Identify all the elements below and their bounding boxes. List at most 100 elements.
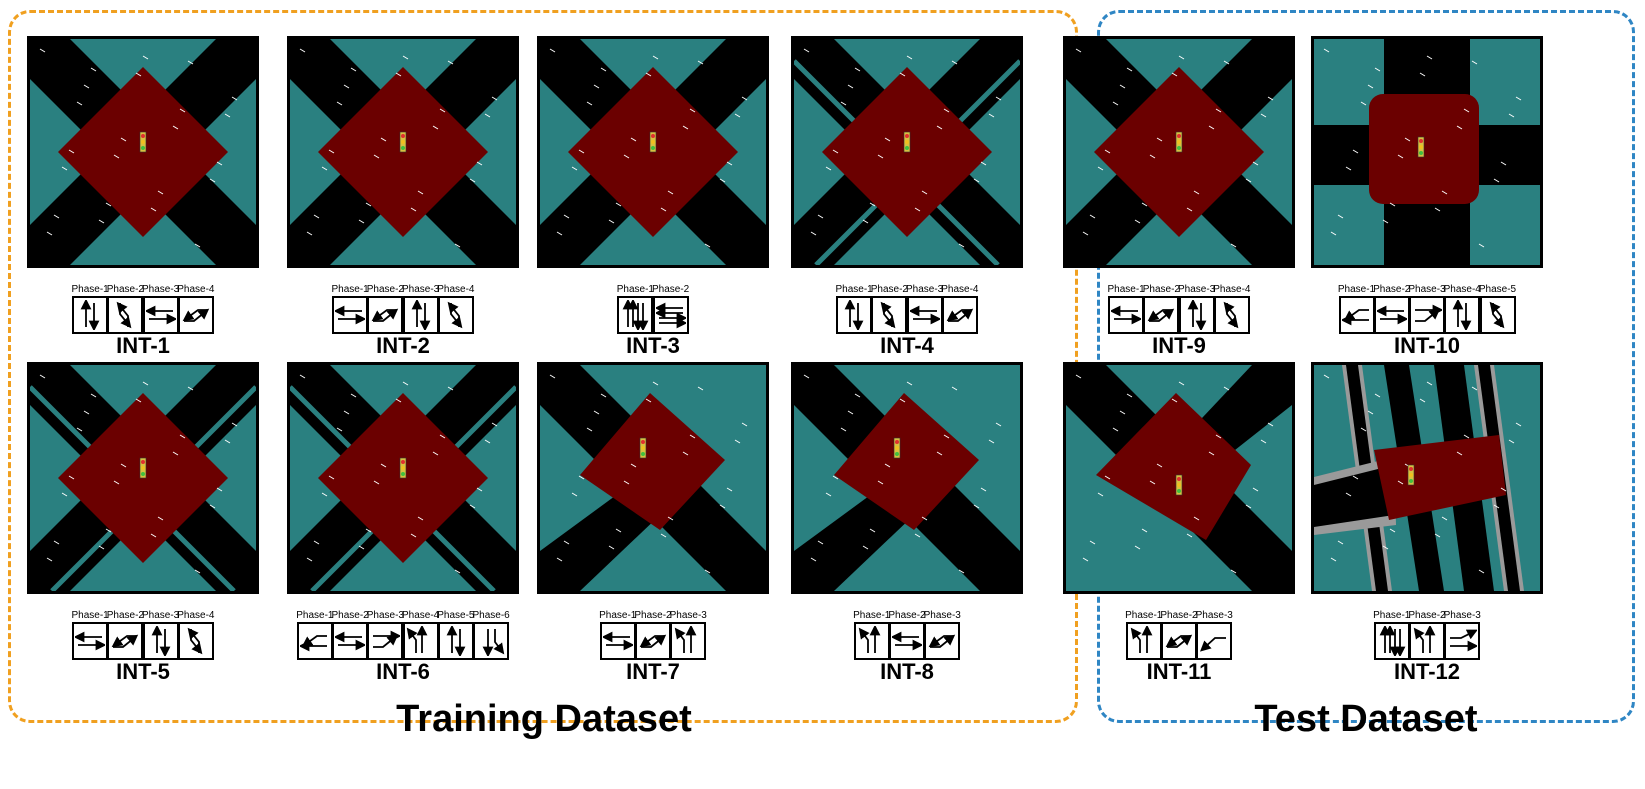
phase-label: Phase-3 [923, 610, 961, 621]
intersection-map [27, 362, 259, 594]
phase-arrow-icon [107, 296, 144, 334]
phase-item: Phase-2 [652, 284, 689, 334]
traffic-light-icon [639, 437, 647, 459]
phase-label: Phase-4 [402, 610, 440, 621]
phase-item: Phase-1 [599, 610, 636, 660]
phase-label: Phase-3 [142, 284, 180, 295]
phase-arrow-icon [871, 296, 908, 334]
phase-item: Phase-4 [402, 610, 439, 660]
phase-arrow-icon [1409, 296, 1445, 334]
phase-item: Phase-1 [1108, 284, 1145, 334]
intersection-name: INT-12 [1393, 659, 1461, 684]
phase-label: Phase-2 [652, 284, 690, 295]
phase-item: Phase-2 [871, 284, 908, 334]
phase-item: Phase-2 [1373, 284, 1410, 334]
phase-item: Phase-4 [177, 610, 215, 660]
phase-item: Phase-4 [177, 284, 215, 334]
test-dataset-title: Test Dataset [1254, 698, 1478, 740]
phase-arrow-icon [853, 622, 890, 660]
phase-label: Phase-3 [1408, 284, 1446, 295]
phase-label: Phase-1 [71, 284, 109, 295]
phase-label: Phase-1 [1125, 610, 1163, 621]
phase-arrow-icon [177, 622, 214, 660]
phase-label: Phase-1 [616, 284, 654, 295]
phase-arrow-icon [652, 296, 689, 334]
phase-label: Phase-3 [366, 610, 404, 621]
intersection-name: INT-4 [880, 333, 934, 358]
phase-label: Phase-3 [669, 610, 707, 621]
phase-arrow-icon [1444, 622, 1481, 660]
phase-label: Phase-1 [331, 284, 369, 295]
phase-arrow-icon [296, 622, 333, 660]
phase-arrow-icon [367, 622, 404, 660]
phase-arrow-icon [1161, 622, 1197, 660]
phase-arrow-icon [599, 622, 636, 660]
phase-arrow-icon [1178, 296, 1215, 334]
phase-label: Phase-1 [296, 610, 334, 621]
phase-label: Phase-3 [1443, 610, 1481, 621]
intersection-name: INT-1 [116, 333, 170, 358]
phase-label: Phase-1 [1337, 284, 1376, 295]
intersection-map [27, 36, 259, 268]
phase-item: Phase-3 [142, 284, 179, 334]
phase-label: Phase-3 [1178, 284, 1216, 295]
phase-label: Phase-2 [1142, 284, 1180, 295]
phase-arrow-icon [177, 296, 214, 334]
traffic-light-icon [649, 131, 657, 153]
phase-label: Phase-5 [1478, 284, 1517, 295]
phase-label: Phase-3 [142, 610, 180, 621]
phase-label: Phase-3 [402, 284, 440, 295]
phase-item: Phase-1 [853, 610, 890, 660]
phase-arrow-icon [473, 622, 510, 660]
intersection-name: INT-9 [1152, 333, 1206, 358]
phase-label: Phase-4 [437, 284, 475, 295]
phase-label: Phase-4 [1443, 284, 1481, 295]
phase-label: Phase-4 [177, 284, 215, 295]
intersection-map [1063, 36, 1295, 268]
phase-item: Phase-4 [941, 284, 979, 334]
phase-arrow-icon [107, 622, 144, 660]
phase-item: Phase-2 [107, 284, 144, 334]
phase-item: Phase-3 [367, 610, 404, 660]
phase-arrow-icon [670, 622, 707, 660]
phase-item: Phase-3 [1196, 610, 1233, 660]
phase-item: Phase-1 [617, 284, 654, 334]
intersection-name: INT-2 [376, 333, 430, 358]
phase-item: Phase-2 [107, 610, 144, 660]
phase-arrow-icon [889, 622, 925, 660]
phase-arrow-icon [924, 622, 961, 660]
traffic-light-icon [399, 457, 407, 479]
phase-arrow-icon [1143, 296, 1180, 334]
phase-item: Phase-2 [1143, 284, 1180, 334]
phase-arrow-icon [437, 622, 474, 660]
phase-arrow-icon [1444, 296, 1481, 334]
traffic-light-icon [903, 131, 911, 153]
intersection-name: INT-5 [116, 659, 170, 684]
phase-label: Phase-3 [1195, 610, 1233, 621]
phase-item: Phase-3 [906, 284, 943, 334]
phase-label: Phase-1 [1373, 610, 1411, 621]
phase-arrow-icon [1373, 296, 1410, 334]
phase-item: Phase-1 [296, 610, 334, 660]
intersection-map [287, 36, 519, 268]
phase-item: Phase-1 [332, 284, 369, 334]
phase-label: Phase-1 [71, 610, 109, 621]
intersection-name: INT-8 [880, 659, 934, 684]
phase-arrow-icon [332, 622, 369, 660]
